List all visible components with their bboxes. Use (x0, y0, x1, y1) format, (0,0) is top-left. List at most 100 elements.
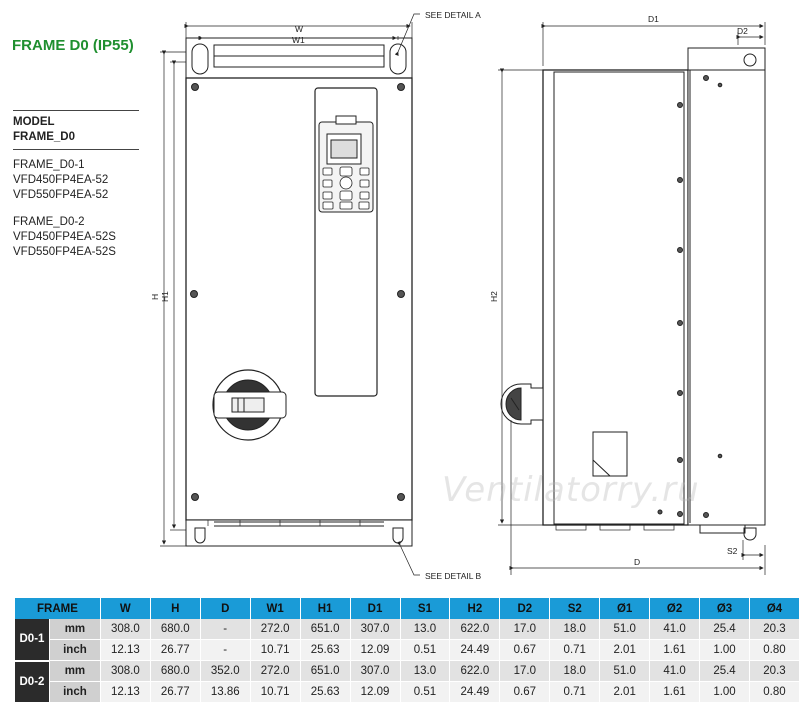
table-cell: 51.0 (599, 660, 651, 682)
table-cell: 2.01 (599, 681, 651, 703)
detail-a-callout: SEE DETAIL A (425, 10, 481, 20)
screw-icon (397, 83, 405, 91)
table-cell: 0.71 (549, 681, 601, 703)
table-cell: 651.0 (300, 619, 351, 640)
unit-cell: inch (49, 639, 101, 661)
table-cell: 272.0 (250, 660, 301, 682)
unit-cell: inch (49, 681, 101, 703)
table-header: D2 (499, 598, 551, 619)
table-cell: 41.0 (649, 660, 701, 682)
unit-cell: mm (49, 660, 101, 682)
table-cell: 0.67 (499, 639, 551, 661)
table-cell: 12.13 (100, 639, 151, 661)
table-cell: 13.86 (200, 681, 251, 703)
divider (13, 149, 139, 150)
table-row: D0-2 mm 308.0 680.0 352.0 272.0 651.0 30… (15, 660, 800, 704)
table-cell: 622.0 (449, 619, 501, 640)
frame-cell: D0-1 (15, 619, 50, 662)
screw-icon (397, 290, 405, 298)
side-dimensions (498, 22, 766, 575)
table-cell: - (200, 619, 251, 640)
keypad-tab (335, 115, 357, 125)
table-cell: 13.0 (400, 619, 451, 640)
table-cell: 12.13 (100, 681, 151, 703)
table-cell: 10.71 (250, 681, 301, 703)
table-cell: 1.00 (699, 639, 750, 661)
table-cell: 51.0 (599, 619, 651, 640)
screw-icon (190, 290, 198, 298)
model-item: VFD450FP4EA-52S (13, 231, 116, 243)
front-view (185, 37, 413, 547)
table-header: Ø2 (649, 598, 701, 619)
table-cell: 20.3 (749, 660, 800, 682)
table-cell: 0.80 (749, 639, 800, 661)
mount-hole (389, 43, 407, 75)
table-row: inch 12.13 26.77 13.86 10.71 25.63 12.09… (15, 681, 800, 703)
table-cell: 0.51 (400, 681, 451, 703)
table-header: Ø1 (599, 598, 651, 619)
model-item: VFD550FP4EA-52 (13, 189, 109, 201)
table-header: D (200, 598, 251, 619)
frame-title: FRAME D0 (IP55) (12, 37, 134, 54)
table-header-row: FRAME W H D W1 H1 D1 S1 H2 D2 S2 Ø1 Ø2 Ø… (15, 598, 800, 619)
screw-icon (397, 493, 405, 501)
mount-hole (743, 53, 757, 67)
technical-drawing: W W1 H H1 SEE DETAIL A SEE DETAIL B (150, 10, 766, 581)
front-dimensions (160, 13, 420, 576)
table-header: S2 (549, 598, 601, 619)
table-cell: 272.0 (250, 619, 301, 640)
table-cell: 17.0 (499, 619, 551, 640)
table-header: H1 (300, 598, 351, 619)
bottom-lip (699, 524, 746, 534)
detail-b-callout: SEE DETAIL B (425, 571, 482, 581)
frame-cell: D0-2 (15, 660, 50, 704)
table-cell: 18.0 (549, 619, 601, 640)
screw-icon (191, 83, 199, 91)
model-header-line-2: FRAME_D0 (13, 131, 75, 143)
table-cell: 20.3 (749, 619, 800, 640)
mount-hole (191, 43, 209, 75)
dim-d2-label: D2 (737, 26, 748, 36)
dim-s2-label: S2 (727, 546, 738, 556)
table-cell: 0.67 (499, 681, 551, 703)
table-cell: 0.80 (749, 681, 800, 703)
table-header: FRAME (15, 598, 101, 619)
table-header: S1 (400, 598, 451, 619)
table-cell: 651.0 (300, 660, 351, 682)
watermark: Ventilatorry.ru (442, 470, 700, 510)
dim-w1-label: W1 (292, 35, 305, 45)
inner-wall (553, 71, 685, 525)
drive-body-side (542, 69, 689, 526)
table-cell: 1.00 (699, 681, 750, 703)
table-cell: 0.51 (400, 639, 451, 661)
table-cell: 12.09 (350, 639, 401, 661)
model-item: FRAME_D0-1 (13, 159, 85, 171)
bottom-mount-bracket (185, 519, 413, 547)
dim-w-label: W (295, 24, 303, 34)
table-row: inch 12.13 26.77 - 10.71 25.63 12.09 0.5… (15, 639, 800, 661)
table-cell: 308.0 (100, 660, 151, 682)
table-cell: 26.77 (150, 639, 201, 661)
side-view (500, 47, 766, 541)
table-cell: 352.0 (200, 660, 251, 682)
mount-hole (194, 527, 206, 544)
dim-h2-label: H2 (489, 291, 499, 302)
model-header-line-1: MODEL (13, 116, 55, 128)
table-cell: 2.01 (599, 639, 651, 661)
table-header: D1 (350, 598, 401, 619)
table-header: H2 (449, 598, 501, 619)
table-cell: 622.0 (449, 660, 501, 682)
table-header: Ø3 (699, 598, 750, 619)
dim-d1-label: D1 (648, 14, 659, 24)
table-cell: 1.61 (649, 639, 701, 661)
table-cell: 307.0 (350, 660, 401, 682)
table-cell: 41.0 (649, 619, 701, 640)
table-cell: 1.61 (649, 681, 701, 703)
table-cell: 680.0 (150, 619, 201, 640)
drive-body-front (185, 77, 413, 521)
table-cell: 308.0 (100, 619, 151, 640)
table-cell: 17.0 (499, 660, 551, 682)
table-cell: 25.63 (300, 681, 351, 703)
divider (13, 110, 139, 111)
table-header: Ø4 (749, 598, 800, 619)
